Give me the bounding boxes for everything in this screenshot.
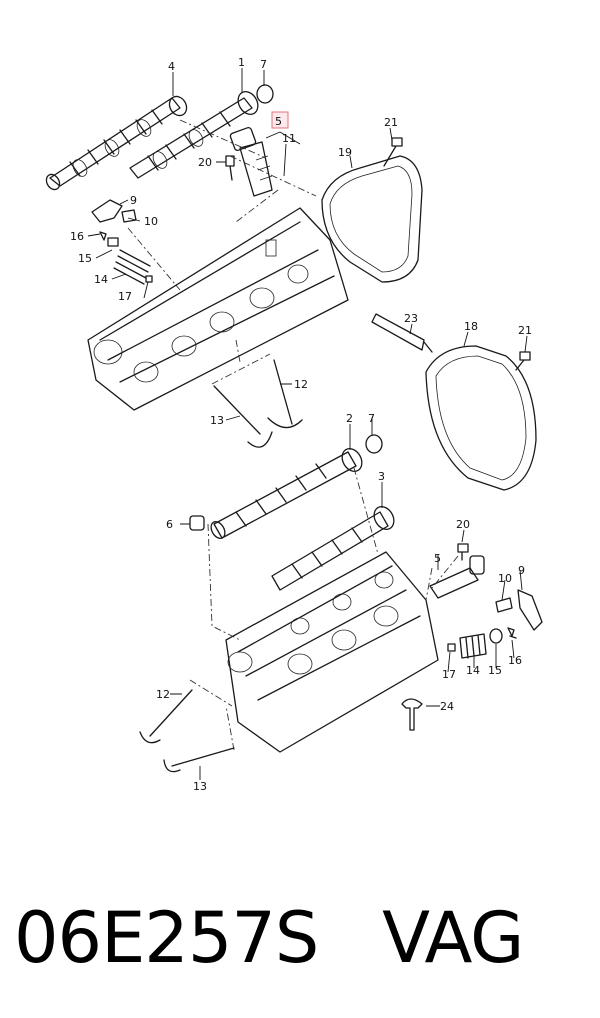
label-7-upper: 7 (260, 58, 267, 71)
valve-13-upper[interactable] (213, 385, 273, 448)
stem-seal-17-upper[interactable] (145, 275, 153, 283)
camshaft-3[interactable] (271, 503, 398, 591)
valve-spring-14-lower[interactable] (459, 633, 487, 659)
hydraulic-element-10-upper[interactable] (121, 209, 137, 223)
seal-7-upper[interactable] (256, 84, 274, 104)
bearing-6[interactable] (189, 515, 205, 531)
seal-7-lower[interactable] (365, 434, 383, 454)
part-number-caption: 06E257S VAG (14, 897, 524, 979)
bolt-20-upper[interactable] (225, 155, 235, 181)
spring-cap-15-upper[interactable] (107, 237, 119, 247)
label-17-lower: 17 (442, 668, 456, 681)
valve-key-16-upper[interactable] (99, 231, 107, 241)
label-16-lower: 16 (508, 654, 522, 667)
highlight-box-5 (271, 111, 289, 129)
label-12-lower: 12 (156, 688, 170, 701)
solenoid-valve-5-upper[interactable] (229, 126, 273, 197)
sealant-tube-23[interactable] (371, 313, 433, 353)
cover-19[interactable] (321, 155, 423, 283)
label-23: 23 (404, 312, 418, 325)
spring-cap-15-lower[interactable] (489, 628, 503, 644)
label-13-upper: 13 (210, 414, 224, 427)
label-15-lower: 15 (488, 664, 502, 677)
label-20-upper: 20 (198, 156, 212, 169)
label-19: 19 (338, 146, 352, 159)
label-15-upper: 15 (78, 252, 92, 265)
cover-18[interactable] (425, 345, 537, 491)
hydraulic-element-10-lower[interactable] (495, 597, 513, 613)
label-10-upper: 10 (144, 215, 158, 228)
bolt-20-lower[interactable] (457, 543, 469, 561)
bolt-21-lower[interactable] (515, 351, 531, 371)
cylinder-head-lower (225, 551, 439, 753)
label-13-lower: 13 (193, 780, 207, 793)
label-7-lower: 7 (368, 412, 375, 425)
rocker-arm-9-upper[interactable] (91, 199, 123, 223)
valve-key-16-lower[interactable] (507, 627, 517, 639)
camshaft-1[interactable] (129, 88, 262, 179)
label-20-lower: 20 (456, 518, 470, 531)
label-6: 6 (166, 518, 173, 531)
label-21-lower: 21 (518, 324, 532, 337)
label-12-upper: 12 (294, 378, 308, 391)
camshaft-4[interactable] (44, 93, 190, 192)
solenoid-valve-5-lower[interactable] (429, 555, 485, 599)
label-9-upper: 9 (130, 194, 137, 207)
label-18: 18 (464, 320, 478, 333)
label-4: 4 (168, 60, 175, 73)
bolt-24[interactable] (401, 698, 423, 731)
label-21-upper: 21 (384, 116, 398, 129)
stem-seal-17-lower[interactable] (447, 643, 456, 652)
label-14-upper: 14 (94, 273, 108, 286)
label-10-lower: 10 (498, 572, 512, 585)
label-3: 3 (378, 470, 385, 483)
label-2: 2 (346, 412, 353, 425)
label-24: 24 (440, 700, 454, 713)
exploded-parts-diagram: 4 1 7 5 11 20 19 21 9 10 16 15 14 17 23 … (44, 56, 543, 793)
rocker-arm-9-lower[interactable] (517, 589, 543, 631)
valve-12-upper[interactable] (267, 359, 303, 429)
label-16-upper: 16 (70, 230, 84, 243)
valve-spring-14-upper[interactable] (113, 249, 151, 285)
bolt-21-upper[interactable] (383, 137, 403, 167)
valve-13-lower[interactable] (163, 747, 235, 773)
label-5-upper: 5 (275, 115, 282, 128)
label-14-lower: 14 (466, 664, 480, 677)
label-5-lower: 5 (434, 552, 441, 565)
valve-12-lower[interactable] (139, 689, 193, 744)
label-17-upper: 17 (118, 290, 132, 303)
cylinder-head-upper (87, 207, 349, 411)
label-11: 11 (282, 132, 296, 145)
label-1: 1 (238, 56, 245, 69)
camshaft-2[interactable] (208, 445, 365, 541)
label-9-lower: 9 (518, 564, 525, 577)
